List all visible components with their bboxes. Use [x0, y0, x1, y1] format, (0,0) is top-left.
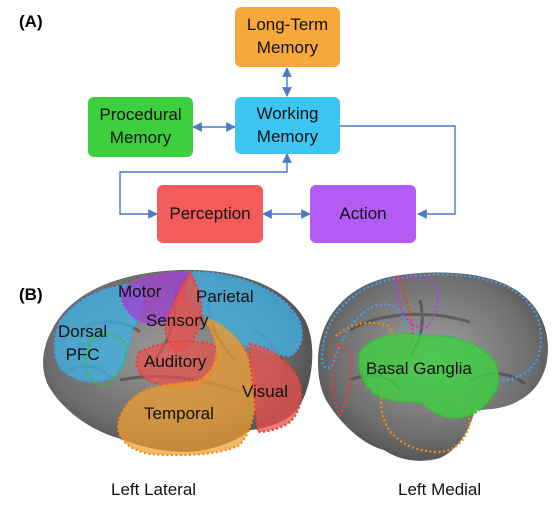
box-perception: Perception — [157, 185, 263, 243]
label-sensory: Sensory — [146, 311, 209, 330]
flow-arrows — [119, 67, 456, 219]
medial-sensory-outline — [396, 275, 414, 355]
brain-left-lateral — [43, 269, 313, 457]
box-action-label: Action — [339, 203, 387, 223]
label-parietal: Parietal — [196, 287, 254, 306]
brain-left-medial — [318, 272, 548, 461]
label-auditory: Auditory — [144, 352, 207, 371]
label-dorsal-pfc: Dorsal PFC — [58, 322, 108, 364]
medial-parietal-outline — [320, 273, 543, 382]
panel-a-label: (A) — [19, 12, 43, 31]
label-temporal: Temporal — [144, 404, 214, 423]
box-perception-label: Perception — [169, 203, 251, 223]
label-motor: Motor — [118, 282, 162, 301]
label-visual: Visual — [242, 382, 288, 401]
box-long-term-memory: Long-Term Memory — [235, 7, 340, 67]
region-sensory — [164, 269, 203, 354]
box-ltm-label: Long-Term Memory — [246, 15, 329, 57]
region-dorsal-pfc — [53, 282, 145, 383]
box-working-label: Working Memory — [256, 103, 319, 146]
medial-visual-outline — [331, 342, 354, 418]
region-premotor-outline — [84, 333, 128, 386]
box-action: Action — [310, 185, 416, 243]
medial-temporal-outline — [335, 321, 472, 454]
arrow-wm-perception — [119, 153, 292, 219]
region-visual — [248, 342, 303, 434]
region-basal-ganglia — [357, 332, 500, 420]
panel-b-label: (B) — [19, 285, 43, 304]
label-basal-ganglia: Basal Ganglia — [366, 359, 472, 378]
box-procedural-label: Procedural Memory — [99, 105, 182, 147]
caption-left-lateral: Left Lateral — [111, 480, 197, 499]
box-procedural-memory: Procedural Memory — [88, 97, 193, 157]
arrow-wm-action — [340, 125, 456, 219]
region-parietal — [183, 270, 304, 358]
caption-left-medial: Left Medial — [398, 480, 482, 499]
box-working-memory: Working Memory — [235, 97, 340, 154]
